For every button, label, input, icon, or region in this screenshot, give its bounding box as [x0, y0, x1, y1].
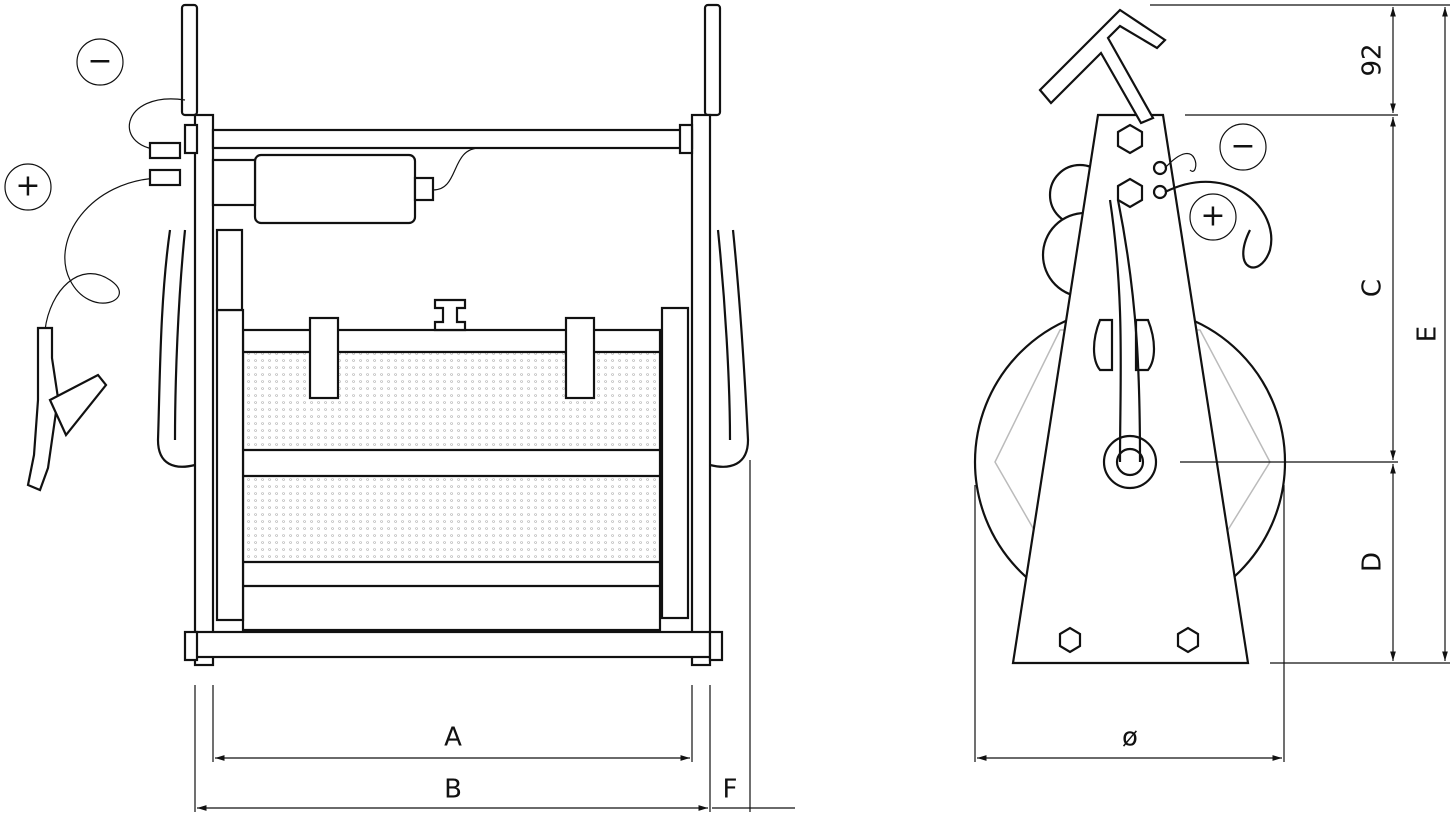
positive-cable: [1164, 180, 1273, 269]
front-view: − + A B F: [4, 3, 795, 812]
dimension-c-label: C: [1358, 279, 1388, 297]
positive-symbol: +: [15, 169, 40, 204]
base-nut: [1176, 626, 1200, 654]
terminal: [1152, 184, 1168, 200]
top-rod: [211, 128, 694, 150]
hose-layer: [245, 352, 658, 450]
positive-symbol: +: [1200, 199, 1225, 234]
left-frame-post: [193, 113, 215, 667]
dimension-92-label: 92: [1358, 43, 1388, 76]
motor-nut: [413, 176, 435, 202]
hose: [1116, 199, 1142, 463]
negative-symbol: −: [1230, 129, 1255, 164]
battery-clamp: [26, 326, 60, 492]
side-view: − + ø 92 C D E: [973, 4, 1450, 762]
drum-flange-left: [215, 308, 245, 622]
hose-left: [173, 229, 187, 441]
dimension-diameter-label: ø: [1122, 723, 1138, 753]
bolt: [708, 630, 724, 662]
dimension-f-label: F: [723, 775, 738, 805]
crank-handle: [1038, 8, 1167, 125]
right-frame-post: [690, 113, 712, 667]
terminal: [148, 141, 182, 160]
bolt: [183, 630, 199, 662]
motor-mount: [211, 158, 257, 207]
negative-symbol-circle: [1219, 123, 1267, 171]
drum-clamp: [308, 316, 340, 400]
positive-symbol-circle: [4, 163, 52, 211]
hose-left: [156, 229, 196, 468]
terminal: [148, 168, 182, 187]
right-handle: [703, 3, 722, 117]
negative-cable: [1164, 152, 1197, 172]
motor: [253, 153, 417, 225]
base-nut: [1058, 626, 1082, 654]
terminal: [1152, 160, 1168, 176]
left-handle: [180, 3, 199, 117]
drum-flange-right: [660, 306, 690, 620]
drum-handle: [433, 298, 467, 332]
hose-right: [709, 229, 750, 468]
gear: [215, 228, 244, 312]
hose-layer: [245, 476, 658, 562]
dimension-d-label: D: [1358, 552, 1388, 572]
dimension-e-label: E: [1413, 326, 1443, 342]
positive-symbol-circle: [1189, 193, 1237, 241]
negative-symbol-circle: [76, 38, 124, 86]
hub-center: [1115, 447, 1145, 477]
motor-cable: [432, 147, 690, 191]
battery-clamp-jaw: [48, 373, 108, 438]
hose-guide: [1092, 318, 1114, 372]
hose: [1108, 199, 1122, 463]
bolt: [183, 123, 199, 155]
nut: [1116, 123, 1144, 155]
positive-cable: [44, 177, 161, 331]
nut: [1116, 177, 1144, 209]
bolt: [678, 123, 694, 155]
hose-right: [716, 229, 732, 441]
dimension-b-label: B: [444, 775, 462, 805]
bottom-rod: [193, 630, 712, 659]
negative-cable: [128, 98, 186, 151]
drum-clamp: [564, 316, 596, 400]
negative-symbol: −: [87, 44, 112, 79]
dimension-a-label: A: [444, 723, 462, 753]
